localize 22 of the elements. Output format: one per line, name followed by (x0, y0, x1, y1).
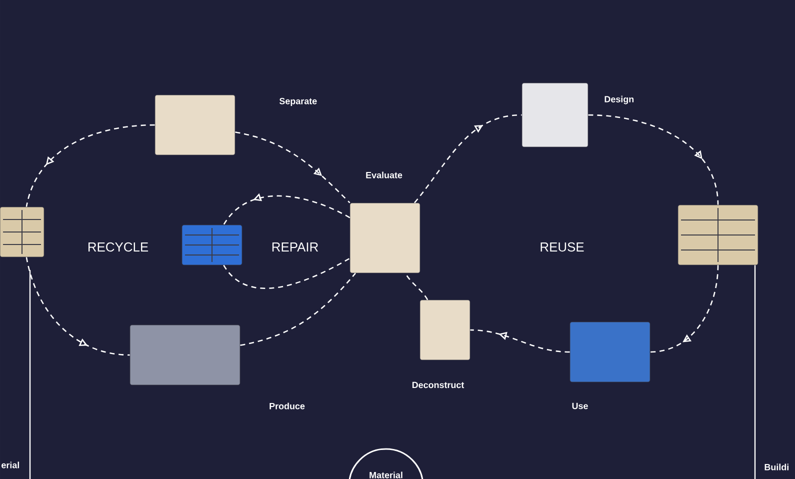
part-drawing (182, 224, 242, 266)
arrow (26, 257, 130, 356)
region-label: erial (2, 462, 20, 468)
arrow (650, 265, 719, 353)
node-label: Design (604, 96, 634, 104)
region-label: Buildi (764, 464, 788, 470)
region-label: REUSE (540, 242, 584, 252)
node-label: Material (370, 472, 402, 478)
arrow (470, 329, 570, 353)
node-label: Use (572, 402, 588, 410)
timber-drawing (0, 206, 44, 258)
arrow (588, 114, 719, 205)
node-label: Produce (270, 402, 305, 410)
arrow (26, 124, 155, 207)
node-label: Separate (279, 98, 317, 106)
node-label: Deconstruct (412, 382, 464, 388)
arrow (235, 131, 350, 204)
frames-drawing (678, 204, 758, 266)
arrow (414, 114, 522, 204)
node-label: Evaluate (366, 172, 402, 178)
region-label: REPAIR (272, 242, 318, 252)
region-label: RECYCLE (88, 242, 148, 252)
